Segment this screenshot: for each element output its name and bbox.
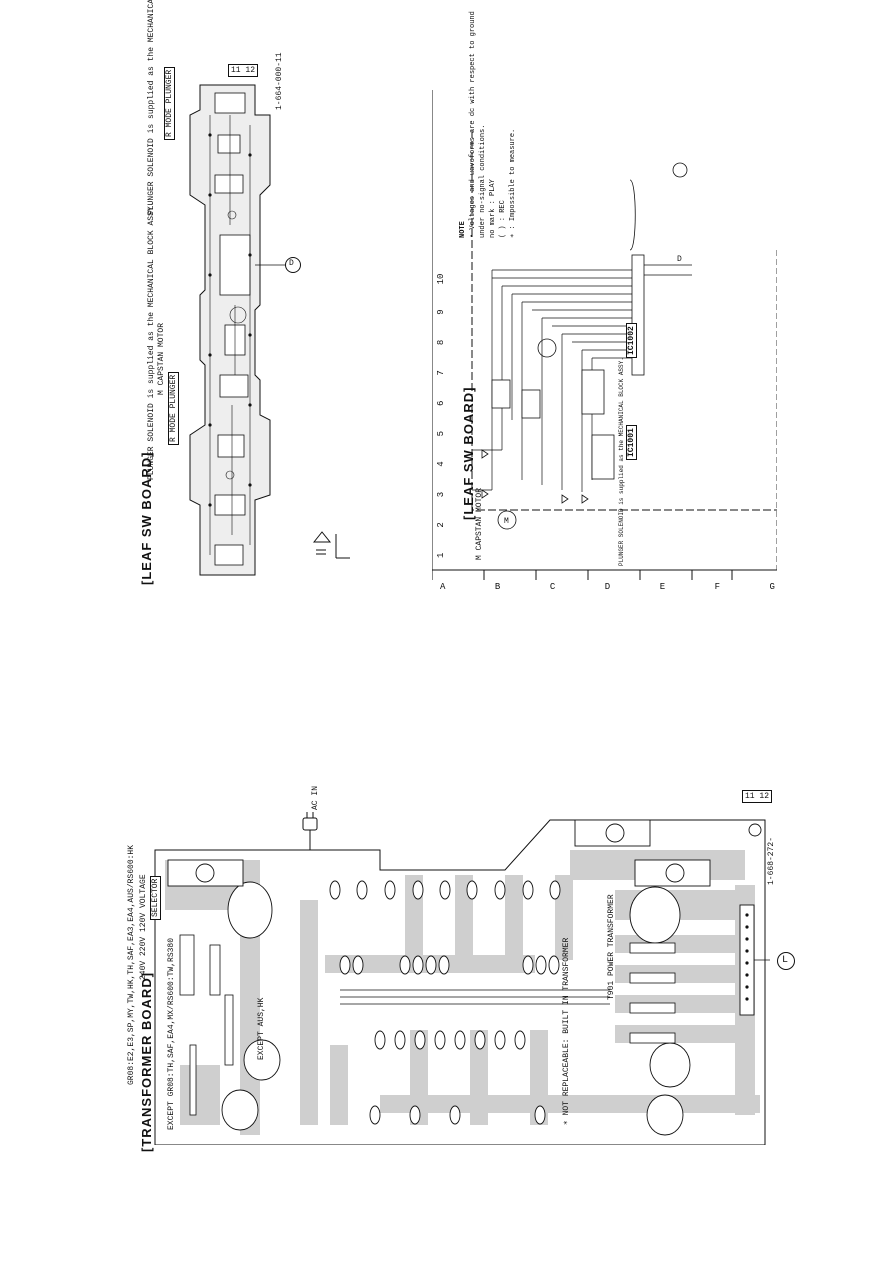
column-7: 7 [436, 370, 446, 376]
row-c: C [549, 582, 556, 592]
column-1: 1 [436, 552, 446, 558]
leaf-sw-board-pcb: D [160, 75, 301, 595]
note-title: NOTE [459, 221, 467, 238]
schematic-plunger-note: PLUNGER SOLENOID is supplied as the MECH… [618, 357, 625, 566]
column-2: 2 [436, 522, 446, 528]
column-4: 4 [436, 461, 446, 467]
schematic-note: NOTE • Voltages and waveforms are dc wit… [458, 11, 518, 238]
column-5: 5 [436, 430, 446, 437]
note-line-3: no mark : PLAY [489, 179, 497, 238]
row-a: A [440, 582, 446, 592]
row-e: E [659, 582, 666, 592]
transformer-board-code: 1-668-272- [767, 836, 776, 885]
ac-in-label: AC IN [311, 785, 320, 810]
transformer-except-note: EXCEPT GR08:TH,SAF,EA4,MX/RS600:TW,RS380 [167, 937, 176, 1130]
note-line-4: ( ) : REC [499, 200, 507, 238]
transformer-pcb-drawing [154, 819, 780, 1146]
leaf-pcb-board-code: 1-664-000-11 [275, 52, 284, 110]
column-3: 3 [436, 491, 446, 498]
leaf-pcb-capstan: M CAPSTAN MOTOR [157, 322, 166, 395]
column-10: 10 [436, 273, 446, 285]
transformer-not-replaceable: ∗ NOT REPLACEABLE: BUILT IN TRANSFORMER [562, 937, 571, 1125]
row-g: G [769, 582, 775, 592]
schematic-ic1002: IC1002 [620, 323, 638, 358]
leaf-connector-d-label: D [289, 259, 294, 268]
leaf-pcb-note-right: PLUNGER SOLENOID is supplied as the MECH… [147, 0, 156, 215]
schematic-columns: 1 2 3 4 5 6 7 8 9 10 [436, 274, 446, 558]
note-line-2: under no-signal conditions. [479, 124, 487, 238]
svg-text:M: M [504, 517, 509, 526]
column-6: 6 [436, 400, 446, 406]
pcb-legend-symbol [312, 531, 350, 559]
transformer-except-aus: EXCEPT AUS,HK [257, 997, 266, 1060]
transformer-connector-l-circle [777, 952, 795, 970]
schematic-rows: A B C D E F G [440, 582, 775, 592]
page-mark-bottom: 11 12 [742, 790, 773, 803]
leaf-pcb-plunger-r: R MODE PLUNGER [158, 66, 176, 140]
page-mark-top: 11 12 [228, 64, 259, 77]
transformer-connector-l-label: L [782, 955, 789, 966]
column-9: 9 [436, 309, 446, 315]
transformer-title: [TRANSFORMER BOARD] [139, 971, 154, 1152]
row-b: B [494, 582, 501, 592]
ac-plug-icon [302, 812, 318, 840]
leaf-pcb-drawing [189, 84, 288, 576]
note-line-5: ∗ : Impossible to measure. [509, 128, 517, 238]
note-line-1: • Voltages and waveforms are dc with res… [469, 11, 477, 238]
leaf-connector-d-circle [285, 257, 301, 273]
schematic-motor-label: M CAPSTAN MOTOR [475, 487, 484, 560]
row-f: F [714, 582, 721, 592]
transformer-voltage-selector: SELECTOR [144, 875, 162, 920]
row-d: D [604, 582, 611, 592]
column-8: 8 [436, 339, 446, 346]
transformer-power-label: T901 POWER TRANSFORMER [607, 894, 616, 1000]
transformer-board-pcb [150, 815, 795, 1146]
schematic-connector-d-label: D [677, 255, 682, 264]
